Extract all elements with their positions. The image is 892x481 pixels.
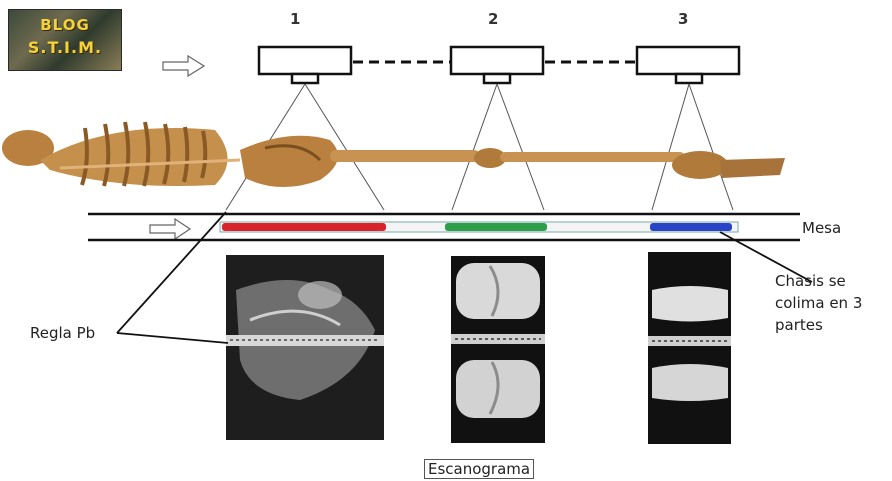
chasis-label-line-3: partes xyxy=(775,314,823,336)
logo-line-2: S.T.I.M. xyxy=(9,38,121,57)
position-label-2: 2 xyxy=(488,10,498,28)
blog-stim-logo: BLOG S.T.I.M. xyxy=(8,9,122,71)
chasis-segment-1 xyxy=(222,223,386,231)
position-label-3: 3 xyxy=(678,10,688,28)
chasis-label-line-2: colima en 3 xyxy=(775,292,862,314)
xray-film-pelvis xyxy=(226,255,384,440)
position-label-1: 1 xyxy=(290,10,300,28)
chasis-label-line-1: Chasis se xyxy=(775,270,846,292)
chasis-segment-3 xyxy=(650,223,732,231)
table-arrow-icon xyxy=(150,219,190,239)
xray-film-knee xyxy=(451,256,545,443)
mesa-label: Mesa xyxy=(802,217,841,239)
xray-tube-2 xyxy=(451,47,543,83)
chasis-segment-2 xyxy=(445,223,547,231)
top-arrow-icon xyxy=(163,56,204,76)
xray-tube-1 xyxy=(259,47,351,83)
regla-pb-label: Regla Pb xyxy=(30,322,95,344)
logo-line-1: BLOG xyxy=(9,16,121,34)
escanograma-caption: Escanograma xyxy=(424,459,534,479)
xray-film-ankle xyxy=(648,252,731,444)
skeleton-image xyxy=(2,122,785,187)
xray-tube-3 xyxy=(637,47,739,83)
